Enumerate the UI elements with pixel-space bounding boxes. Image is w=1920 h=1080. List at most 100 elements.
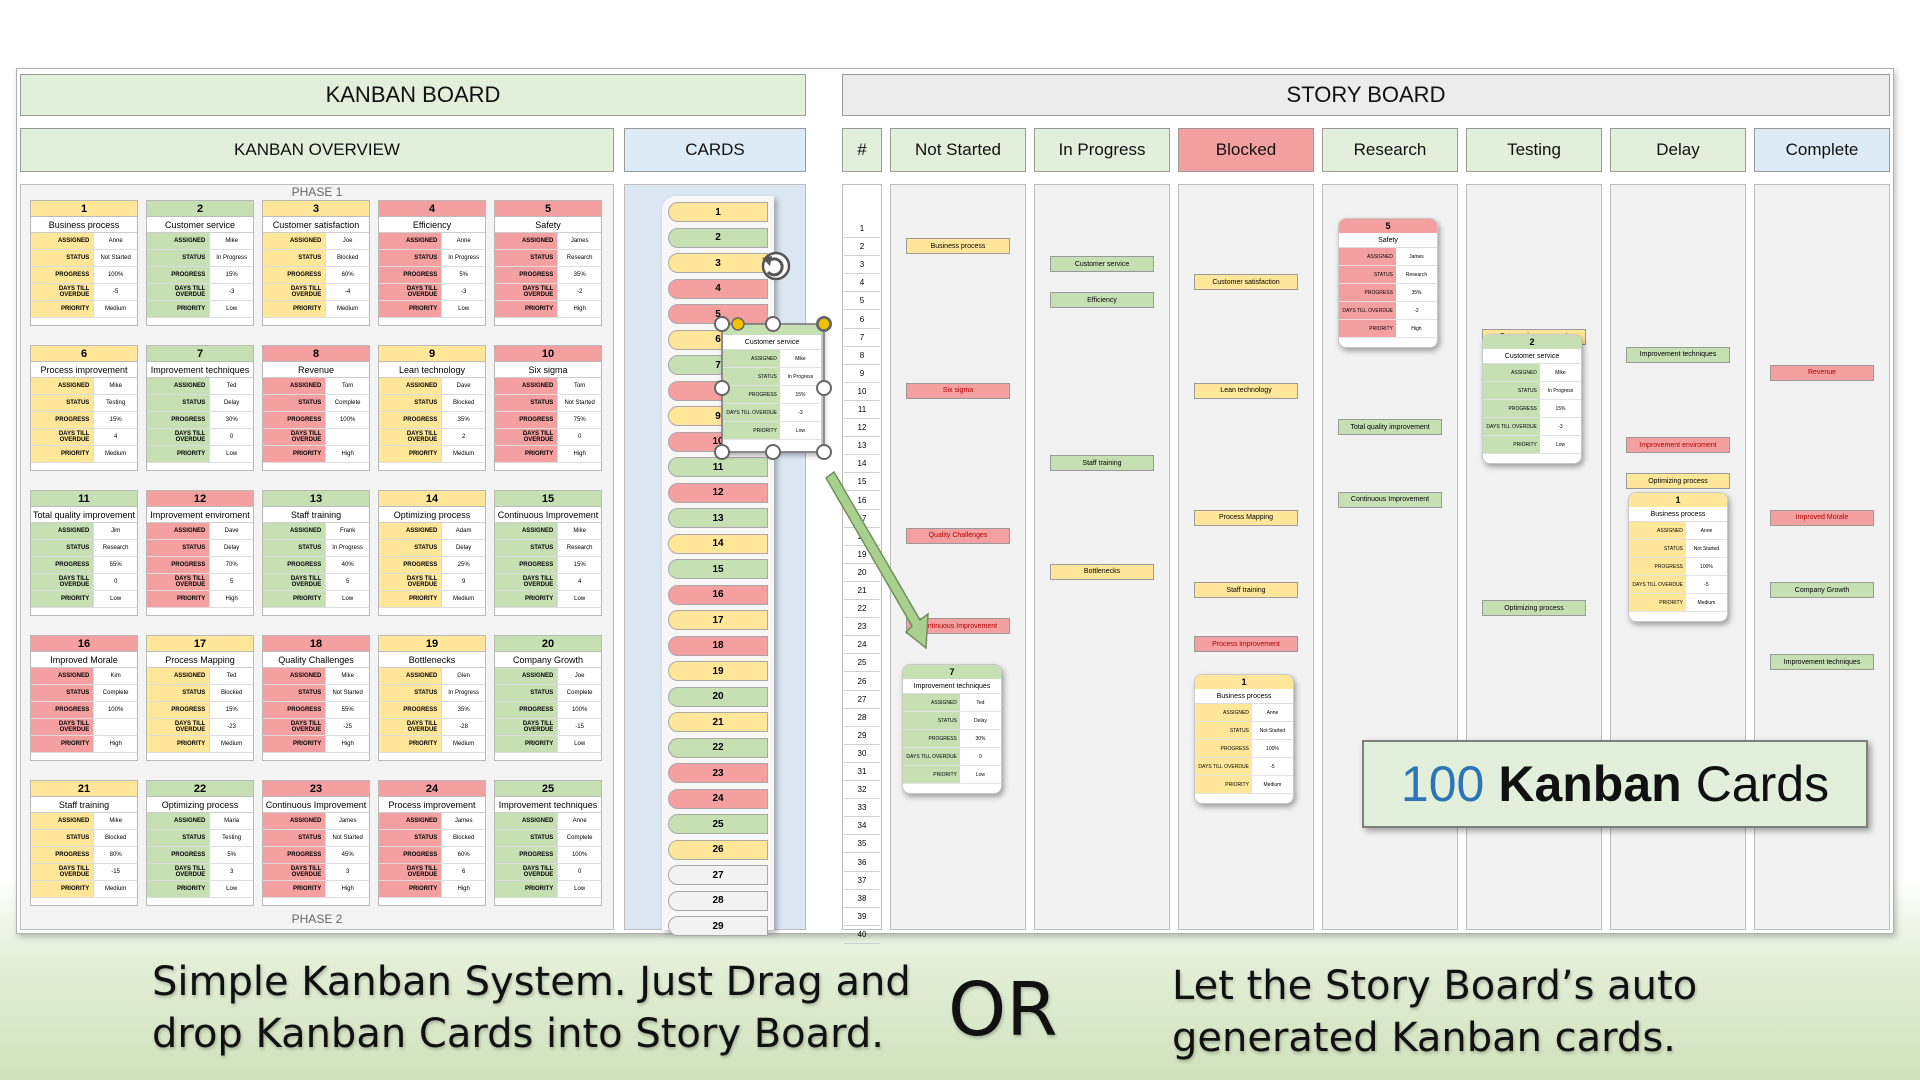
story-chip[interactable]: Continuous Improvement [906, 618, 1010, 635]
card-tab[interactable]: 1 [668, 202, 768, 222]
card-tab[interactable]: 18 [668, 635, 768, 656]
column-header-research[interactable]: Research [1322, 128, 1458, 172]
card-tab[interactable]: 3 [668, 253, 768, 273]
story-chip[interactable]: Optimizing process [1482, 600, 1586, 617]
card-tab[interactable]: 2 [668, 227, 768, 248]
story-chip[interactable]: Six sigma [906, 382, 1010, 399]
story-chip[interactable]: Customer service [1050, 256, 1154, 273]
column-header-blocked[interactable]: Blocked [1178, 128, 1314, 172]
card-tab[interactable]: 16 [668, 584, 768, 605]
card-tab[interactable]: 17 [668, 610, 768, 630]
card-tab[interactable]: 15 [668, 559, 768, 579]
story-chip[interactable]: Process improvement [1194, 636, 1298, 653]
card-tab[interactable]: 13 [668, 508, 768, 528]
column-header-delay[interactable]: Delay [1610, 128, 1746, 172]
row-label: PROGRESS [263, 557, 326, 573]
card-tab[interactable]: 23 [668, 763, 768, 783]
rotate-handle-icon[interactable] [761, 251, 791, 281]
column-header-complete[interactable]: Complete [1754, 128, 1890, 172]
row-label: STATUS [147, 685, 210, 701]
story-chip[interactable]: Quality Challenges [906, 527, 1010, 544]
card-tab[interactable]: 20 [668, 686, 768, 707]
story-chip[interactable]: Improvement enviroment [1626, 437, 1730, 454]
adjust-handle[interactable] [731, 317, 745, 331]
card-tab[interactable]: 28 [668, 890, 768, 911]
card-tab[interactable]: 26 [668, 839, 768, 860]
story-chip[interactable]: Process Mapping [1194, 509, 1298, 526]
story-chip[interactable]: Continuous Improvement [1338, 491, 1442, 508]
story-chip[interactable]: Company Growth [1770, 582, 1874, 598]
column-header-testing[interactable]: Testing [1466, 128, 1602, 172]
card-tab[interactable]: 12 [668, 482, 768, 503]
story-chip[interactable]: Efficiency [1050, 292, 1154, 309]
adjust-handle[interactable] [817, 317, 831, 331]
row-label: PROGRESS [31, 847, 94, 863]
card-tab[interactable]: 29 [668, 916, 768, 936]
story-chip[interactable]: Improved Morale [1770, 509, 1874, 526]
story-chip[interactable]: Bottlenecks [1050, 563, 1154, 580]
row-value: Medium [93, 301, 137, 317]
resize-handle[interactable] [714, 316, 730, 332]
column-header-not-started[interactable]: Not Started [890, 128, 1026, 172]
story-chip[interactable]: Revenue [1770, 364, 1874, 381]
story-chip[interactable]: Total quality improvement [1338, 419, 1442, 436]
column-header-in-progress[interactable]: In Progress [1034, 128, 1170, 172]
card-tab[interactable]: 25 [668, 814, 768, 834]
card-tab[interactable]: 19 [668, 661, 768, 681]
row-label: DAYS TILL OVERDUE [379, 574, 442, 590]
card-tab[interactable]: 27 [668, 865, 768, 885]
row-value [325, 429, 369, 445]
card-tab[interactable]: 4 [668, 278, 768, 299]
story-chip[interactable]: Customer satisfaction [1194, 274, 1298, 291]
story-chip[interactable]: Optimizing process [1626, 473, 1730, 490]
resize-handle[interactable] [816, 444, 832, 460]
story-chip[interactable]: Business process [906, 238, 1010, 255]
story-chip[interactable]: Staff training [1050, 455, 1154, 472]
story-chip[interactable]: Lean technology [1194, 382, 1298, 399]
resize-handle[interactable] [714, 380, 730, 396]
story-chip[interactable]: Improvement techniques [1770, 654, 1874, 671]
story-chip[interactable]: Improvement techniques [1626, 346, 1730, 363]
resize-handle[interactable] [765, 316, 781, 332]
card-tab[interactable]: 11 [668, 457, 768, 477]
card-tab[interactable]: 21 [668, 712, 768, 732]
card-tab[interactable]: 14 [668, 533, 768, 554]
resize-handle[interactable] [765, 444, 781, 460]
card-tab[interactable]: 24 [668, 788, 768, 809]
resize-handle[interactable] [714, 444, 730, 460]
resize-handle[interactable] [816, 380, 832, 396]
story-chip[interactable]: Staff training [1194, 582, 1298, 598]
card-tab[interactable]: 22 [668, 737, 768, 758]
